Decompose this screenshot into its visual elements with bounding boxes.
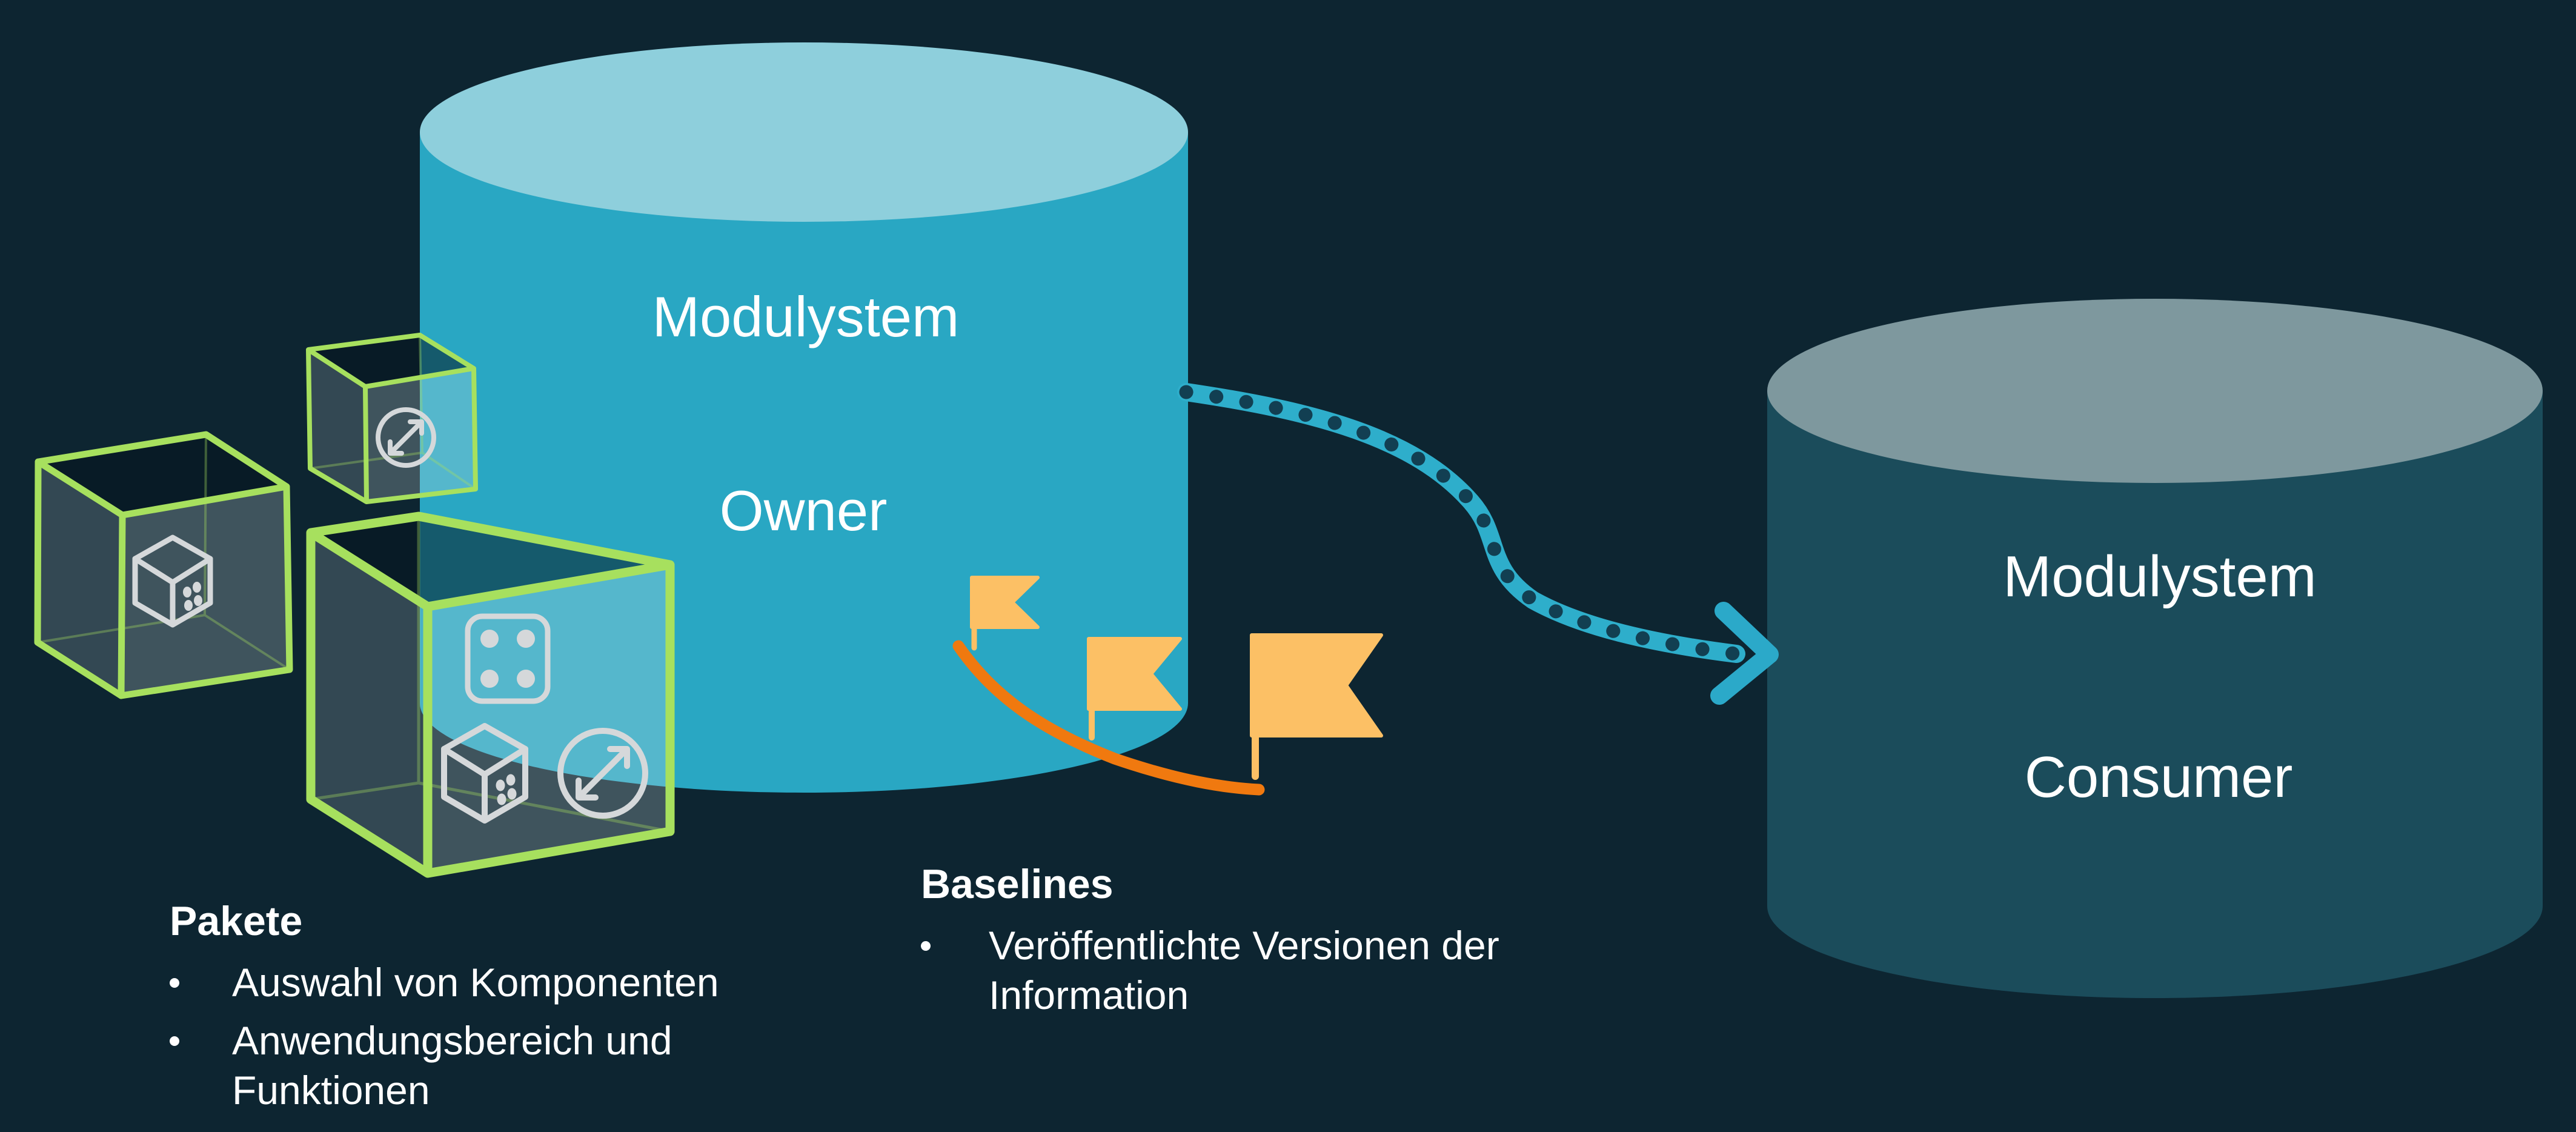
scale-arrow-icon xyxy=(557,728,648,819)
consumer-cylinder: Modulystem Consumer xyxy=(1767,299,2543,998)
pakete-heading: Pakete xyxy=(170,898,303,944)
transfer-arrow xyxy=(1177,383,1779,705)
list-item: Auswahl von Komponenten xyxy=(170,957,812,1007)
baselines-item-1: Veröffentlichte Versionen der Informatio… xyxy=(989,923,1499,1017)
consumer-system-label: Modulystem xyxy=(2003,544,2317,609)
baseline-flag-large xyxy=(1250,633,1383,780)
bullet-icon xyxy=(170,978,179,988)
baselines-heading: Baselines xyxy=(921,861,1114,907)
scale-arrow-icon xyxy=(376,407,436,468)
baselines-list: Veröffentlichte Versionen der Informatio… xyxy=(921,921,1648,1020)
bullet-icon xyxy=(921,941,931,951)
list-item: Veröffentlichte Versionen der Informatio… xyxy=(921,921,1648,1020)
baseline-flag-medium xyxy=(1087,637,1182,741)
consumer-role-label: Consumer xyxy=(2025,745,2293,810)
module-box-icon xyxy=(132,534,213,628)
owner-cylinder-top xyxy=(420,42,1188,222)
list-item: Anwendungsbereich und Funktionen xyxy=(170,1016,812,1115)
baseline-flag-small xyxy=(970,576,1040,651)
pakete-item-2: Anwendungsbereich und Funktionen xyxy=(232,1018,672,1113)
baselines-block: Baselines Veröffentlichte Versionen der … xyxy=(921,861,1648,1028)
pakete-item-1: Auswahl von Komponenten xyxy=(232,960,719,1005)
package-cube-large xyxy=(306,511,675,878)
module-box-icon xyxy=(441,723,528,824)
pakete-block: Pakete Auswahl von Komponenten Anwendung… xyxy=(170,898,812,1124)
consumer-cylinder-body xyxy=(1767,391,2543,998)
package-cube-small xyxy=(306,333,478,504)
package-cube-mid xyxy=(34,431,293,699)
owner-role-label: Owner xyxy=(720,479,888,542)
die-four-icon xyxy=(465,613,551,704)
transfer-arrow-dots xyxy=(1179,385,1744,661)
pakete-list: Auswahl von Komponenten Anwendungsbereic… xyxy=(170,957,812,1115)
baseline-curve xyxy=(952,640,1265,796)
consumer-cylinder-top xyxy=(1767,299,2543,483)
transfer-arrow-band xyxy=(1177,383,1745,663)
transfer-arrowhead xyxy=(1710,602,1779,705)
baseline-flags xyxy=(970,576,1383,780)
bullet-icon xyxy=(170,1036,179,1046)
owner-system-label: Modulystem xyxy=(652,285,960,348)
